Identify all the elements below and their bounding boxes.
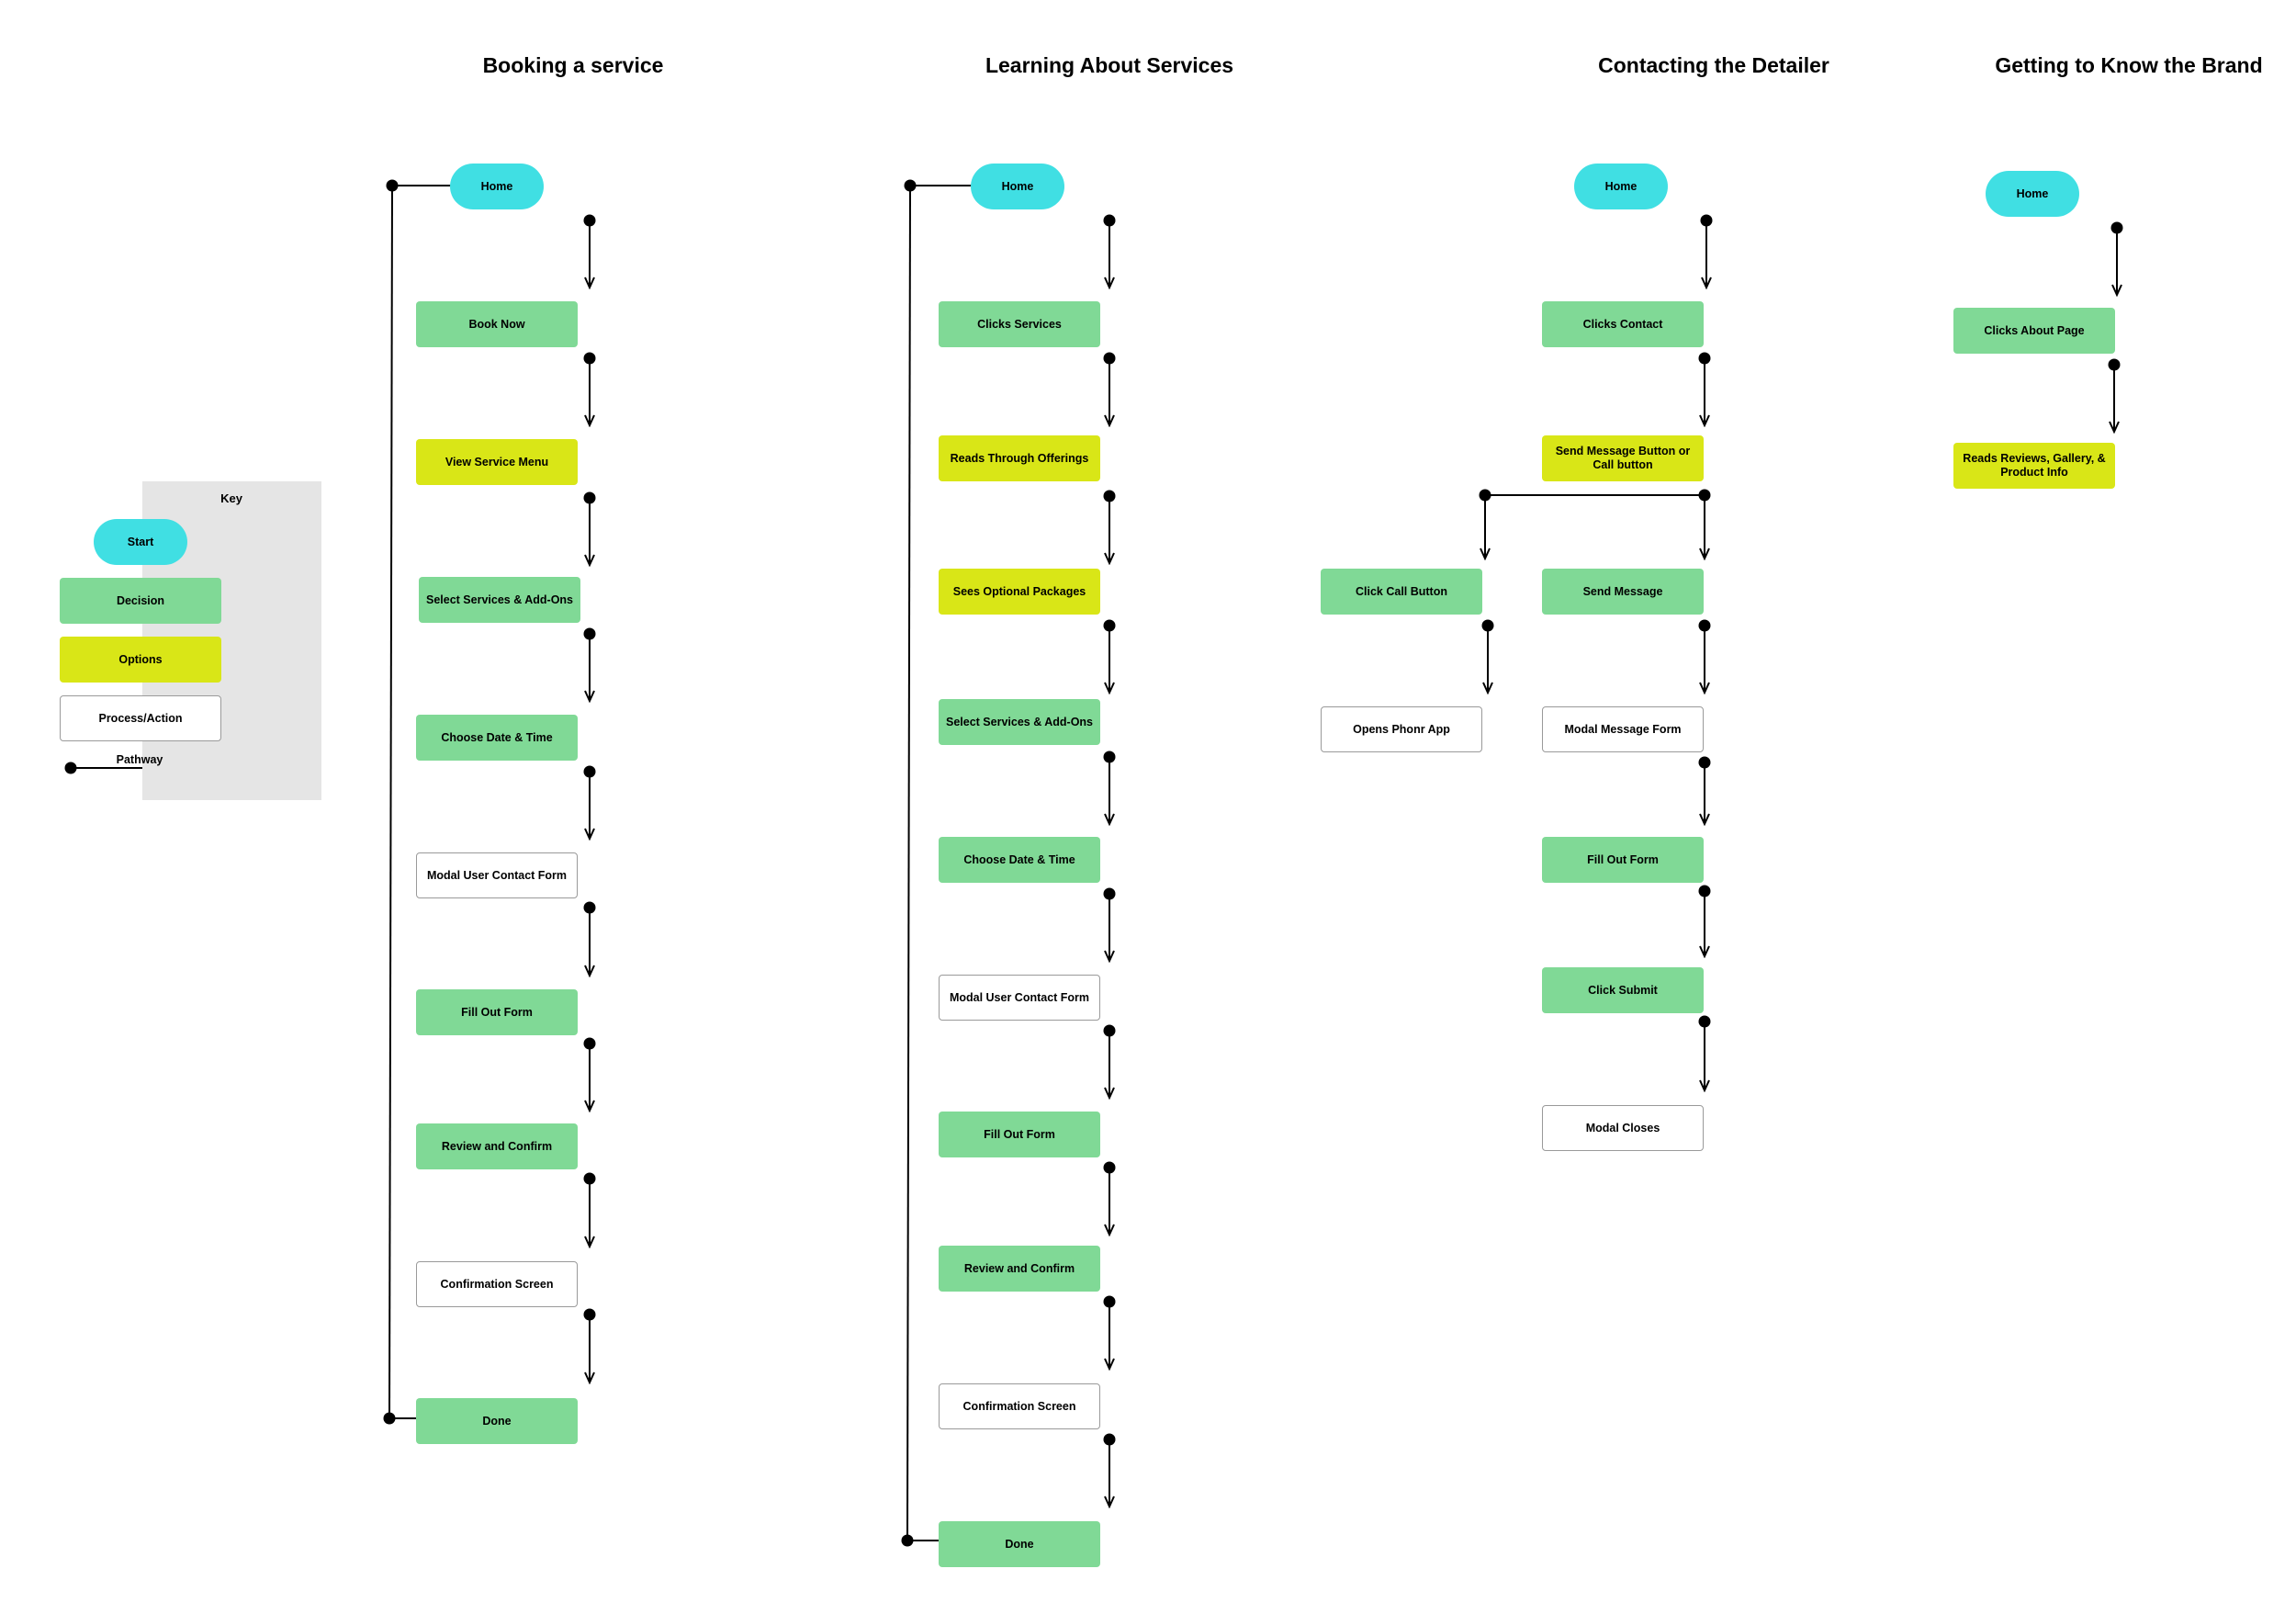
key-options-swatch: Options <box>60 637 221 683</box>
contacting-step-modal-closes: Modal Closes <box>1542 1105 1704 1151</box>
contacting-step-message-or-call: Send Message Button or Call button <box>1542 435 1704 481</box>
title-learning: Learning About Services <box>985 53 1234 77</box>
contacting-step-clicks-contact: Clicks Contact <box>1542 301 1704 347</box>
learning-step-reads-offerings: Reads Through Offerings <box>939 435 1100 481</box>
learning-step-contact-form: Modal User Contact Form <box>939 975 1100 1021</box>
booking-step-view-service-menu: View Service Menu <box>416 439 578 485</box>
learning-loop-vertical <box>906 185 911 1541</box>
booking-step-choose-date: Choose Date & Time <box>416 715 578 761</box>
contacting-step-send-message: Send Message <box>1542 569 1704 615</box>
contacting-step-message-form: Modal Message Form <box>1542 706 1704 752</box>
key-process-swatch: Process/Action <box>60 695 221 741</box>
key-title: Key <box>220 491 242 505</box>
contacting-step-home: Home <box>1574 164 1668 209</box>
booking-step-confirmation: Confirmation Screen <box>416 1261 578 1307</box>
contacting-branch-opens-phone: Opens Phonr App <box>1321 706 1482 752</box>
booking-step-done: Done <box>416 1398 578 1444</box>
booking-loop-vertical <box>388 185 393 1419</box>
learning-step-clicks-services: Clicks Services <box>939 301 1100 347</box>
title-booking: Booking a service <box>482 53 664 77</box>
learning-step-done: Done <box>939 1521 1100 1567</box>
title-contacting: Contacting the Detailer <box>1598 53 1829 77</box>
learning-step-home: Home <box>971 164 1064 209</box>
key-start-swatch: Start <box>94 519 187 565</box>
contacting-branch-click-call: Click Call Button <box>1321 569 1482 615</box>
learning-step-fill-form: Fill Out Form <box>939 1112 1100 1157</box>
title-brand: Getting to Know the Brand <box>1995 53 2263 77</box>
contacting-step-click-submit: Click Submit <box>1542 967 1704 1013</box>
key-decision-swatch: Decision <box>60 578 221 624</box>
brand-step-reads-reviews: Reads Reviews, Gallery, & Product Info <box>1953 443 2115 489</box>
contacting-step-fill-form: Fill Out Form <box>1542 837 1704 883</box>
booking-step-select-services: Select Services & Add-Ons <box>419 577 580 623</box>
booking-step-book-now: Book Now <box>416 301 578 347</box>
booking-step-home: Home <box>450 164 544 209</box>
learning-step-review: Review and Confirm <box>939 1246 1100 1292</box>
booking-step-review: Review and Confirm <box>416 1123 578 1169</box>
brand-step-about-page: Clicks About Page <box>1953 308 2115 354</box>
learning-step-select-services: Select Services & Add-Ons <box>939 699 1100 745</box>
learning-step-choose-date: Choose Date & Time <box>939 837 1100 883</box>
booking-step-contact-form: Modal User Contact Form <box>416 852 578 898</box>
key-pathway-label: Pathway <box>116 753 163 766</box>
learning-step-confirmation: Confirmation Screen <box>939 1383 1100 1429</box>
booking-step-fill-form: Fill Out Form <box>416 989 578 1035</box>
learning-step-optional-packages: Sees Optional Packages <box>939 569 1100 615</box>
brand-step-home: Home <box>1986 171 2079 217</box>
